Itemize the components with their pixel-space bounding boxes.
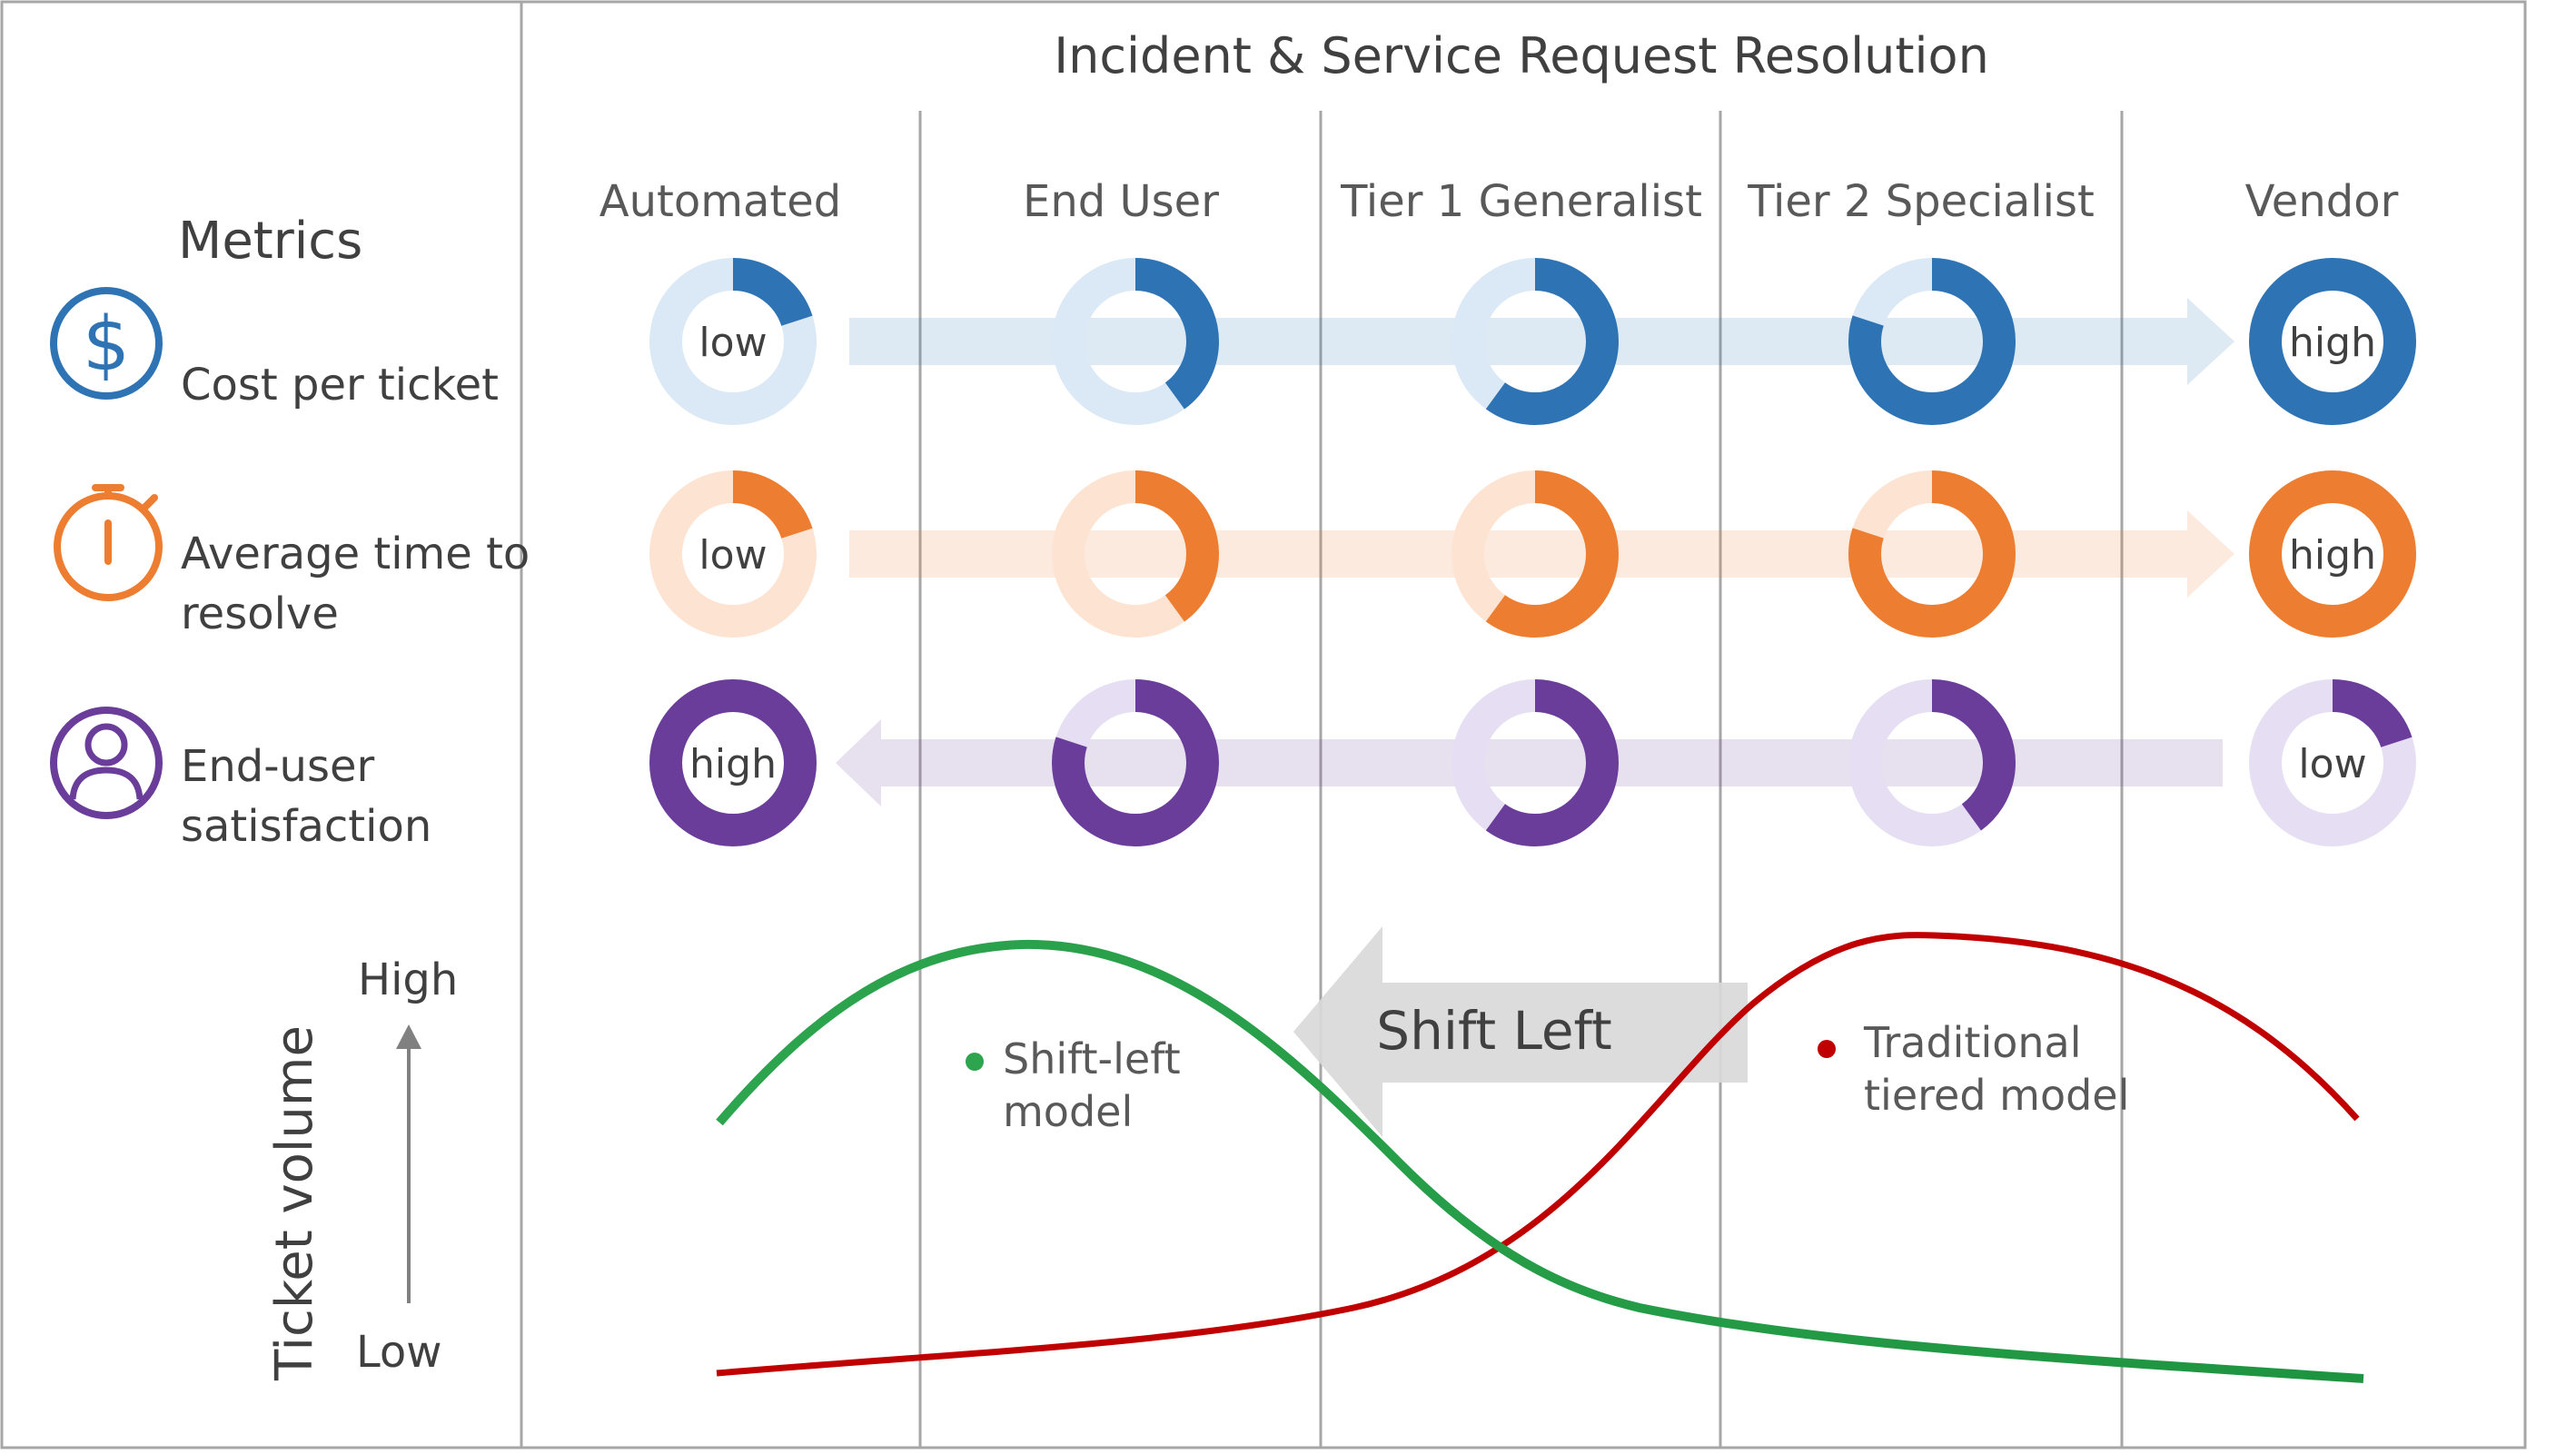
donut-time-0	[649, 470, 817, 638]
tier-header-tier1: Tier 1 Generalist	[1340, 176, 1702, 227]
metric-label-time-line1: Average time to	[181, 529, 530, 579]
stopwatch-icon	[54, 484, 163, 601]
volume-axis: High Low Ticket volume	[265, 954, 458, 1381]
donut-cost-4	[2249, 258, 2416, 425]
metric-label-time-line2: resolve	[181, 589, 339, 639]
user-icon	[50, 707, 163, 819]
donut-time-4	[2249, 470, 2416, 638]
donut-label-start-cost: low	[698, 320, 767, 366]
metric-row-satisfaction: high low	[649, 679, 2416, 846]
volume-axis-arrowhead	[396, 1024, 421, 1049]
donut-value-arc	[1848, 258, 2016, 425]
donut-label-end-time: high	[2289, 532, 2376, 579]
outer-border	[0, 0, 2527, 1449]
shift-left-label: Shift Left	[1376, 1000, 1611, 1062]
donut-satisfaction-4	[2249, 679, 2416, 846]
donut-cost-0	[649, 258, 817, 425]
donut-value-arc	[1451, 258, 1619, 425]
tier-headers: Automated End User Tier 1 Generalist Tie…	[599, 176, 2399, 227]
donut-time-1	[1052, 470, 1219, 638]
metric-label-satisfaction-line2: satisfaction	[181, 801, 431, 852]
donut-time-2	[1451, 470, 1619, 638]
donut-satisfaction-2	[1451, 679, 1619, 846]
metric-label-cost: Cost per ticket	[181, 360, 499, 410]
donut-value-arc	[649, 679, 817, 846]
donut-value-arc	[1052, 470, 1219, 638]
volume-axis-low: Low	[356, 1327, 442, 1378]
tier-header-vendor: Vendor	[2245, 176, 2399, 227]
donut-time-3	[1848, 470, 2016, 638]
donut-value-arc	[1848, 679, 2016, 846]
metric-rows: low high low high high low	[649, 258, 2416, 846]
shift-left-arrow: Shift Left	[1293, 926, 1748, 1137]
donut-value-arc	[1451, 470, 1619, 638]
donut-satisfaction-3	[1848, 679, 2016, 846]
traditional-legend-dot	[1818, 1040, 1836, 1058]
donut-value-arc	[2249, 470, 2416, 638]
donut-cost-3	[1848, 258, 2016, 425]
donut-value-arc	[1451, 679, 1619, 846]
volume-curves: Shift-left model Traditional tiered mode…	[716, 932, 2364, 1383]
donut-value-arc	[2249, 258, 2416, 425]
shift-left-legend-line2: model	[1003, 1087, 1133, 1136]
donut-label-start-satisfaction: high	[689, 741, 777, 787]
traditional-legend-line1: Traditional	[1863, 1018, 2082, 1067]
donut-value-arc	[1052, 258, 1219, 425]
traditional-legend-line2: tiered model	[1864, 1071, 2129, 1120]
donut-value-arc	[649, 470, 817, 638]
metrics-legend: Metrics $ Cost per ticket Average time t…	[50, 212, 530, 852]
donut-value-arc	[1052, 679, 1219, 846]
donut-value-arc	[649, 258, 817, 425]
tier-header-tier2: Tier 2 Specialist	[1747, 176, 2095, 227]
dollar-icon: $	[50, 287, 163, 400]
volume-axis-title: Ticket volume	[265, 1025, 324, 1381]
donut-satisfaction-0	[649, 679, 817, 846]
metrics-heading: Metrics	[178, 212, 362, 271]
svg-text:$: $	[83, 302, 130, 388]
donut-value-arc	[2249, 679, 2416, 846]
donut-cost-1	[1052, 258, 1219, 425]
donut-label-end-cost: high	[2289, 320, 2376, 366]
donut-label-end-satisfaction: low	[2298, 741, 2366, 787]
donut-satisfaction-1	[1052, 679, 1219, 846]
frame	[0, 0, 2527, 1449]
traditional-curve	[716, 932, 2360, 1377]
shift-left-arrow-shape	[1293, 926, 1748, 1137]
metric-label-satisfaction-line1: End-user	[181, 741, 375, 792]
metric-row-time: low high	[649, 470, 2416, 638]
donut-label-start-time: low	[698, 532, 767, 579]
tier-header-end-user: End User	[1023, 176, 1219, 227]
tier-header-automated: Automated	[599, 176, 841, 227]
volume-axis-high: High	[358, 954, 458, 1005]
shift-left-legend-line1: Shift-left	[1003, 1034, 1181, 1083]
metric-row-cost: low high	[649, 258, 2416, 425]
shift-left-curve	[716, 939, 2364, 1383]
diagram-title: Incident & Service Request Resolution	[1054, 27, 1989, 84]
donut-value-arc	[1848, 470, 2016, 638]
donut-cost-2	[1451, 258, 1619, 425]
shift-left-legend-dot	[966, 1053, 984, 1071]
